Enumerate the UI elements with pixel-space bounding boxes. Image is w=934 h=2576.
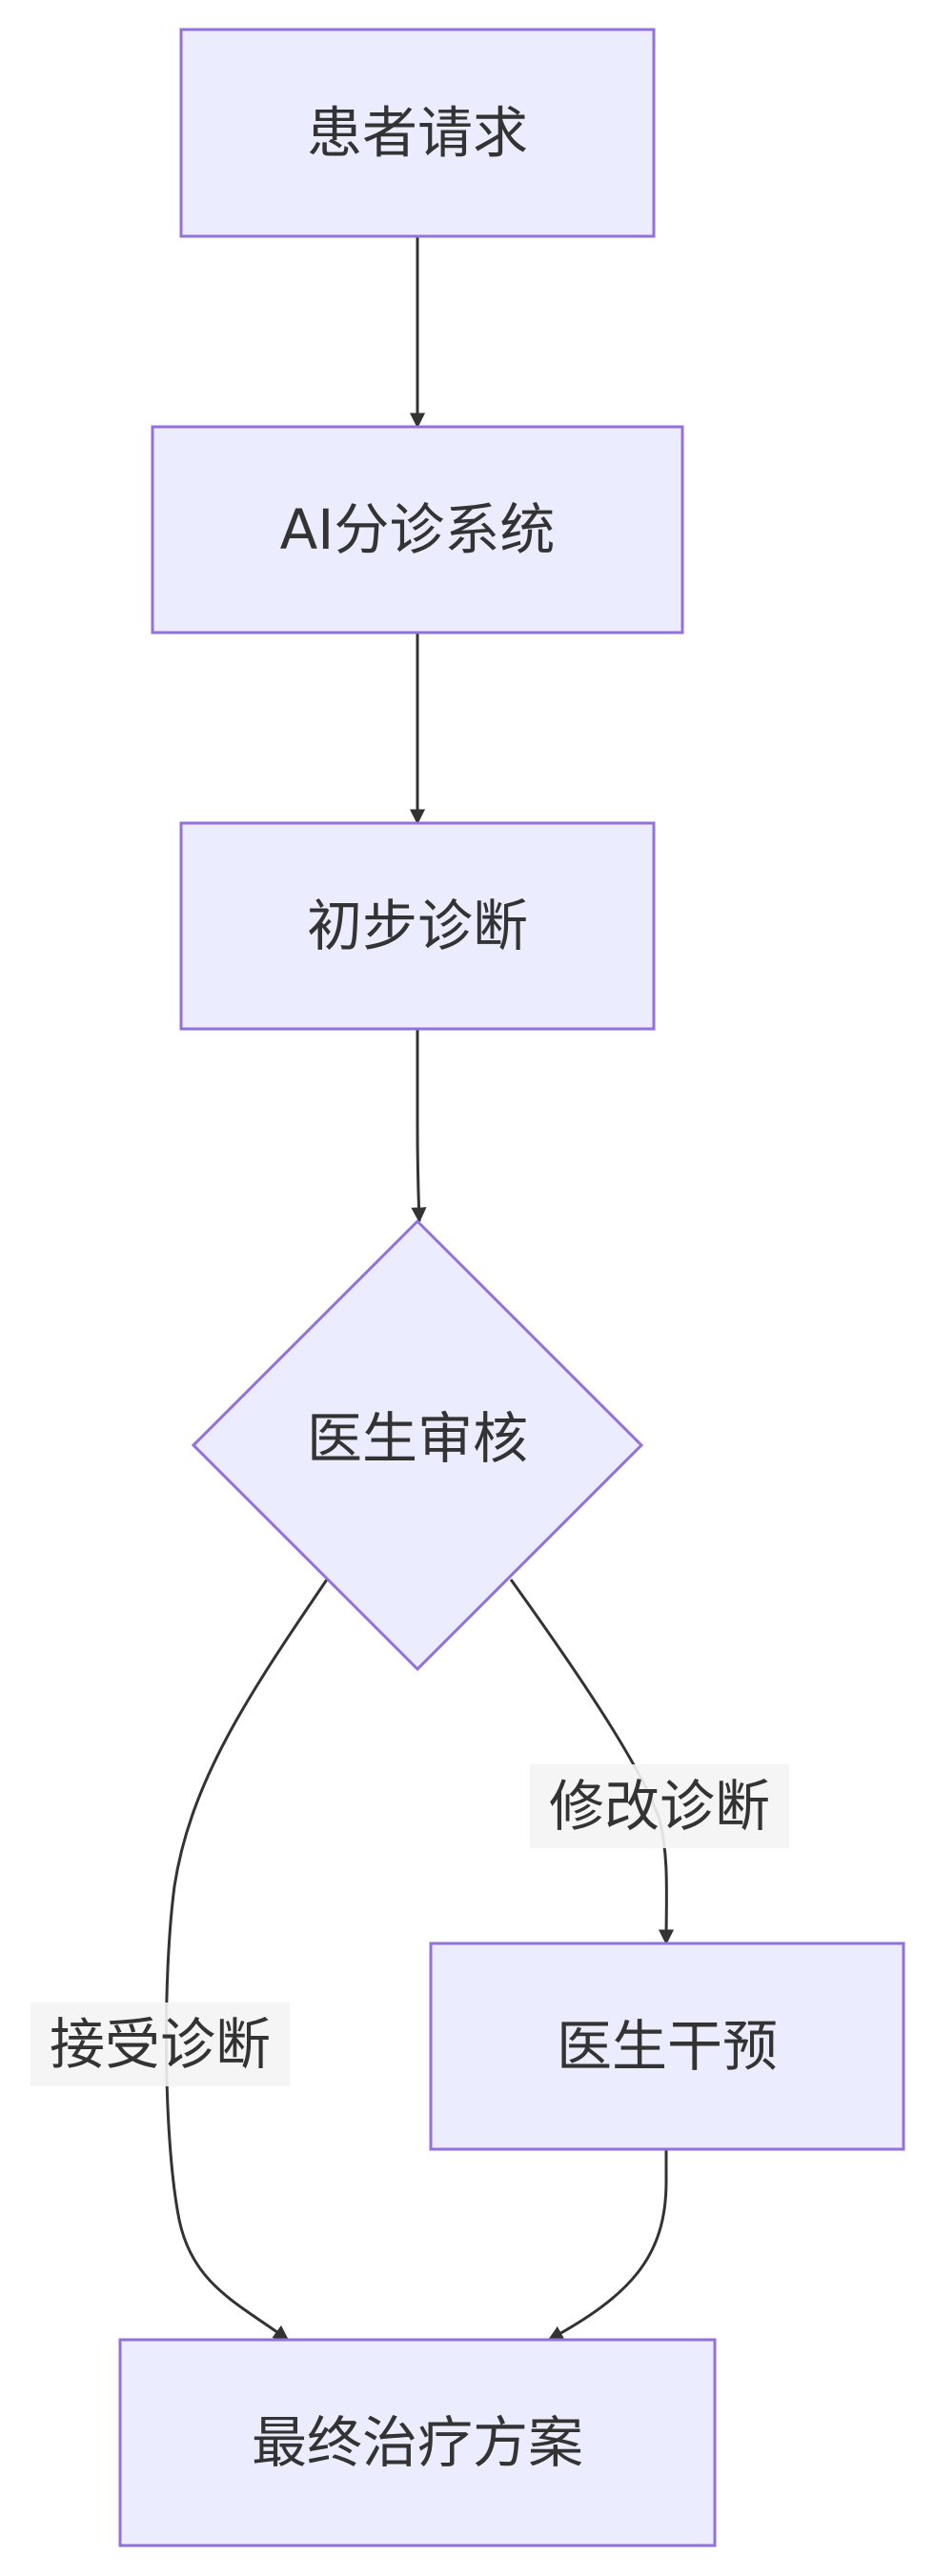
node-box [151,425,684,634]
node-box [429,1942,905,2151]
node-box [118,2338,717,2547]
node-box [179,28,656,238]
node-box [179,821,656,1031]
edge-intervention-to-final [547,2149,668,2342]
edge-review-to-final [164,1579,329,2342]
node-label: 最终治疗方案 [252,2410,583,2475]
node-preliminary-diagnosis: 初步诊断 [179,821,656,1031]
node-label: 初步诊断 [307,894,528,958]
node-label: AI分诊系统 [280,497,556,562]
edge-label-accept-diagnosis: 接受诊断 [30,2002,290,2086]
edge-label-bg [30,2002,290,2086]
node-label: 医生审核 [307,1406,528,1471]
edge-label-text: 修改诊断 [549,1774,770,1839]
node-doctor-intervention: 医生干预 [429,1942,905,2151]
node-label: 患者请求 [307,101,528,166]
node-ai-triage-system: AI分诊系统 [151,425,684,634]
edge-label-bg [530,1764,789,1848]
edges [164,236,675,2342]
edge-label-modify-diagnosis: 修改诊断 [530,1764,789,1848]
node-doctor-review: 医生审核 [191,1218,644,1672]
edge-review-to-intervention [509,1579,675,1945]
node-patient-request: 患者请求 [179,28,656,238]
decision-diamond [191,1218,644,1672]
edge-preliminary-to-review [411,1029,427,1223]
node-final-treatment-plan: 最终治疗方案 [118,2338,717,2547]
node-label: 医生干预 [557,2014,778,2079]
edge-label-text: 接受诊断 [50,2012,271,2077]
